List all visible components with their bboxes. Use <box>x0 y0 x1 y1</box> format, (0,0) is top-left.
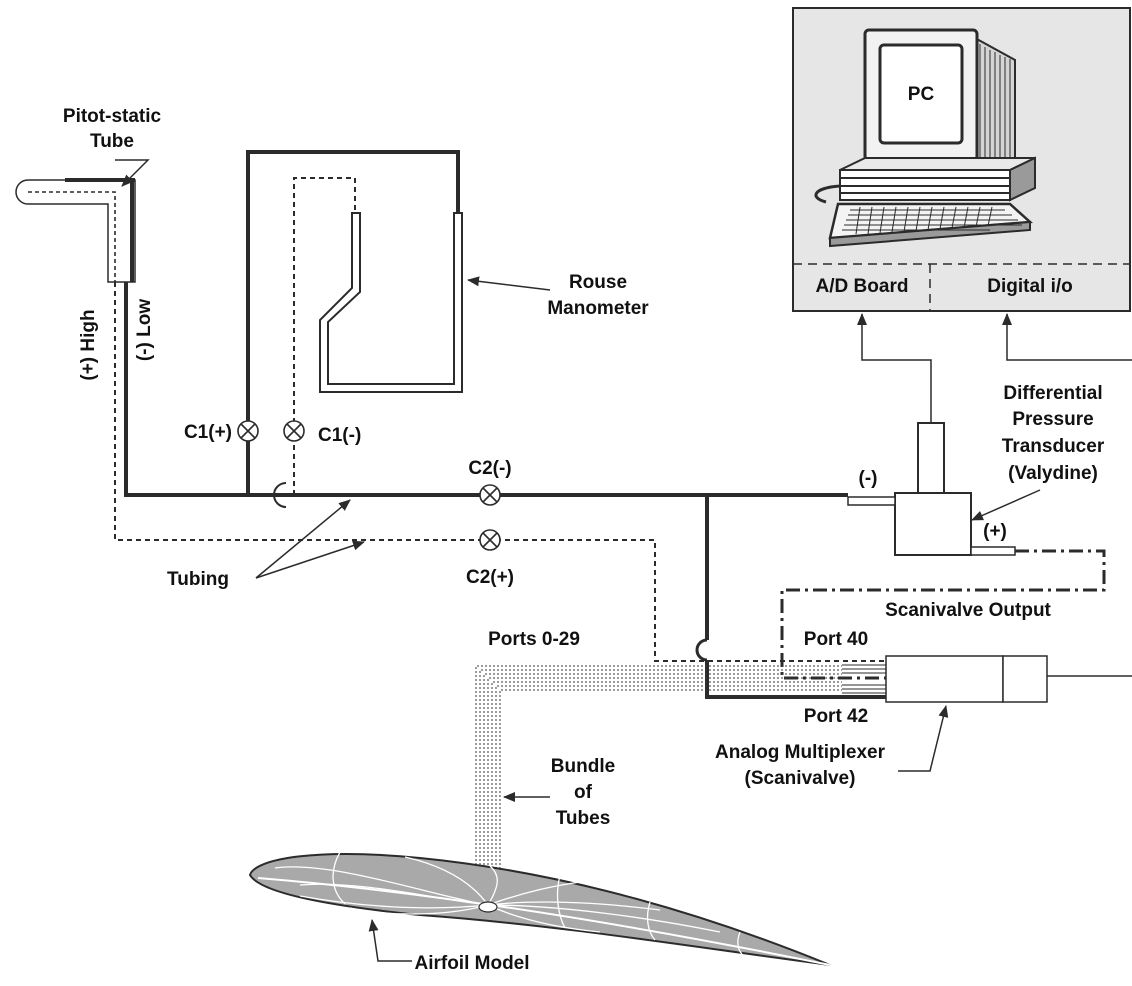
airfoil-model <box>248 851 831 966</box>
scanivalve-output-line <box>780 549 1106 680</box>
high-pressure-tubing <box>124 150 886 699</box>
tubing-arrow-solid <box>255 499 351 579</box>
transducer-label-line2: Pressure <box>1012 409 1093 430</box>
low-pressure-tubing <box>114 177 886 662</box>
transducer-minus-label: (-) <box>859 468 878 489</box>
valve-c2-plus-icon <box>479 529 501 551</box>
transducer-plus-label: (+) <box>983 521 1007 542</box>
pressure-transducer <box>847 422 1016 556</box>
transducer-label-line1: Differential <box>1003 383 1102 404</box>
valve-c1-minus-icon <box>283 420 305 442</box>
pitot-label-line1: Pitot-static <box>63 106 162 127</box>
transducer-label-line4: (Valydine) <box>1008 463 1098 484</box>
port-40-label: Port 40 <box>804 629 868 650</box>
digital-signal-arrow <box>1002 313 1132 361</box>
airfoil-leader-arrow <box>368 919 412 962</box>
pitot-static-tube <box>15 178 136 283</box>
multiplexer-label-line1: Analog Multiplexer <box>715 742 886 763</box>
pc-label: PC <box>908 84 935 105</box>
valve-c1-plus-icon <box>237 420 259 442</box>
multiplexer-leader-arrow <box>898 705 949 772</box>
port-42-label: Port 42 <box>804 706 868 727</box>
c2-minus-label: C2(-) <box>468 458 511 479</box>
tube-bundle <box>475 665 842 905</box>
pitot-leader-arrow <box>115 159 150 187</box>
low-line-label: (-) Low <box>134 299 155 361</box>
rouse-label-line1: Rouse <box>569 272 627 293</box>
scanivalve-output-label: Scanivalve Output <box>885 600 1051 621</box>
c1-minus-label: C1(-) <box>318 425 361 446</box>
airfoil-label: Airfoil Model <box>414 953 529 974</box>
pc-computer-icon: PC <box>814 28 1036 248</box>
tubing-arrow-dashed <box>255 540 365 579</box>
c1-plus-label: C1(+) <box>184 422 232 443</box>
multiplexer-label-line2: (Scanivalve) <box>745 768 856 789</box>
transducer-label-line3: Transducer <box>1002 436 1105 457</box>
rouse-label-line2: Manometer <box>547 298 649 319</box>
high-line-label: (+) High <box>78 309 99 380</box>
ports-0-29-label: Ports 0-29 <box>488 629 580 650</box>
analog-multiplexer <box>842 655 1132 703</box>
rouse-manometer <box>319 212 463 393</box>
valve-c2-minus-icon <box>479 484 501 506</box>
digital-io-label: Digital i/o <box>987 276 1073 297</box>
rouse-leader-arrow <box>467 276 551 291</box>
pitot-label-line2: Tube <box>90 131 134 152</box>
c2-plus-label: C2(+) <box>466 567 514 588</box>
transducer-leader-arrow <box>971 489 1041 521</box>
bundle-label-line1: Bundle <box>551 756 615 777</box>
bundle-label-line3: Tubes <box>556 808 611 829</box>
ad-board-label: A/D Board <box>816 276 909 297</box>
bundle-label-line2: of <box>574 782 593 803</box>
tubing-label: Tubing <box>167 569 229 590</box>
analog-signal-arrow <box>857 313 932 423</box>
